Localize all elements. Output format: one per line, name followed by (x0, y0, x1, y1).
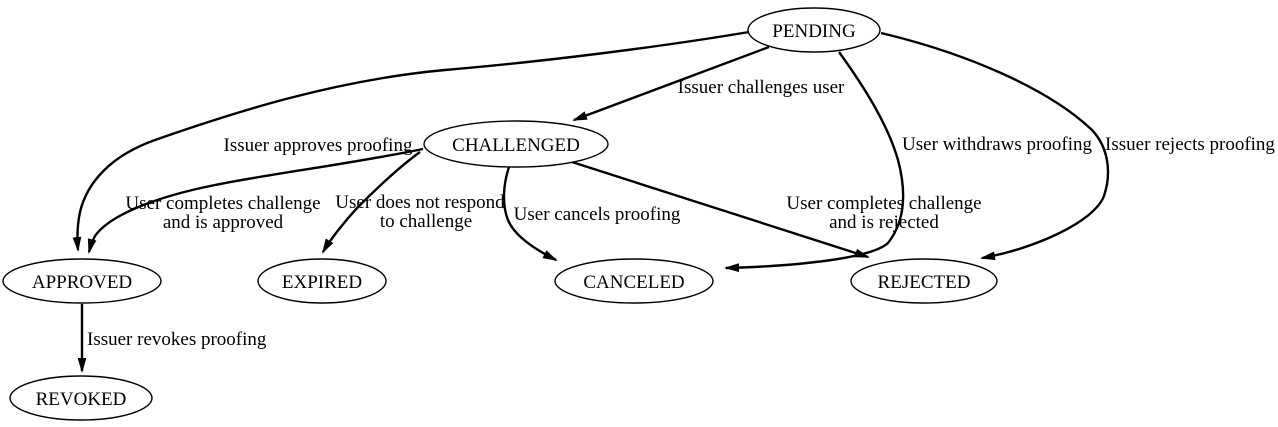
edge-label-withdraws: User withdraws proofing (902, 134, 1092, 155)
node-challenged: CHALLENGED (423, 120, 609, 168)
node-revoked-ellipse (9, 375, 153, 421)
node-rejected-ellipse (850, 258, 998, 304)
edge-pending-challenged (572, 45, 770, 122)
node-challenged-label: CHALLENGED (452, 135, 580, 156)
edge-label-approves: Issuer approves proofing (224, 135, 413, 156)
node-layer: PENDING CHALLENGED APPROVED EXPIRED CANC… (2, 7, 998, 421)
edge-challenged-expired (321, 151, 421, 254)
node-pending-ellipse (747, 7, 881, 53)
edge-label-no-response-line1: User does not respond (335, 192, 505, 213)
node-pending: PENDING (747, 7, 881, 53)
edge-challenged-canceled (502, 166, 558, 262)
node-revoked: REVOKED (9, 375, 153, 421)
node-canceled: CANCELED (554, 258, 714, 304)
node-revoked-label: REVOKED (36, 389, 127, 410)
edge-label-rejects: Issuer rejects proofing (1105, 134, 1275, 155)
edge-pending-rejected (880, 31, 1110, 261)
node-approved-ellipse (2, 258, 162, 304)
node-challenged-ellipse (423, 120, 609, 168)
edge-pending-approved (72, 30, 750, 252)
edge-challenged-approved (87, 147, 424, 254)
edge-label-completes-rejected-line2: and is rejected (829, 212, 939, 233)
edge-label-revokes: Issuer revokes proofing (87, 329, 267, 350)
edge-label-challenges: Issuer challenges user (678, 77, 845, 98)
edge-label-completes-approved-line2: and is approved (163, 212, 284, 233)
edge-label-no-response-line2: to challenge (380, 211, 472, 232)
node-expired: EXPIRED (257, 258, 387, 304)
node-canceled-ellipse (554, 258, 714, 304)
node-approved: APPROVED (2, 258, 162, 304)
node-rejected-label: REJECTED (878, 272, 971, 293)
edge-layer (72, 30, 1110, 373)
node-approved-label: APPROVED (32, 272, 132, 293)
node-expired-label: EXPIRED (282, 272, 362, 293)
node-rejected: REJECTED (850, 258, 998, 304)
node-canceled-label: CANCELED (583, 272, 684, 293)
node-pending-label: PENDING (772, 21, 856, 42)
edge-label-completes-approved-line1: User completes challenge (125, 193, 320, 214)
node-expired-ellipse (257, 258, 387, 304)
edge-challenged-rejected (571, 160, 870, 259)
edge-pending-canceled (724, 51, 905, 273)
edge-label-layer: Issuer challenges user Issuer approves p… (87, 77, 1275, 350)
edge-label-completes-rejected-line1: User completes challenge (786, 193, 981, 214)
edge-label-cancels: User cancels proofing (514, 204, 681, 225)
